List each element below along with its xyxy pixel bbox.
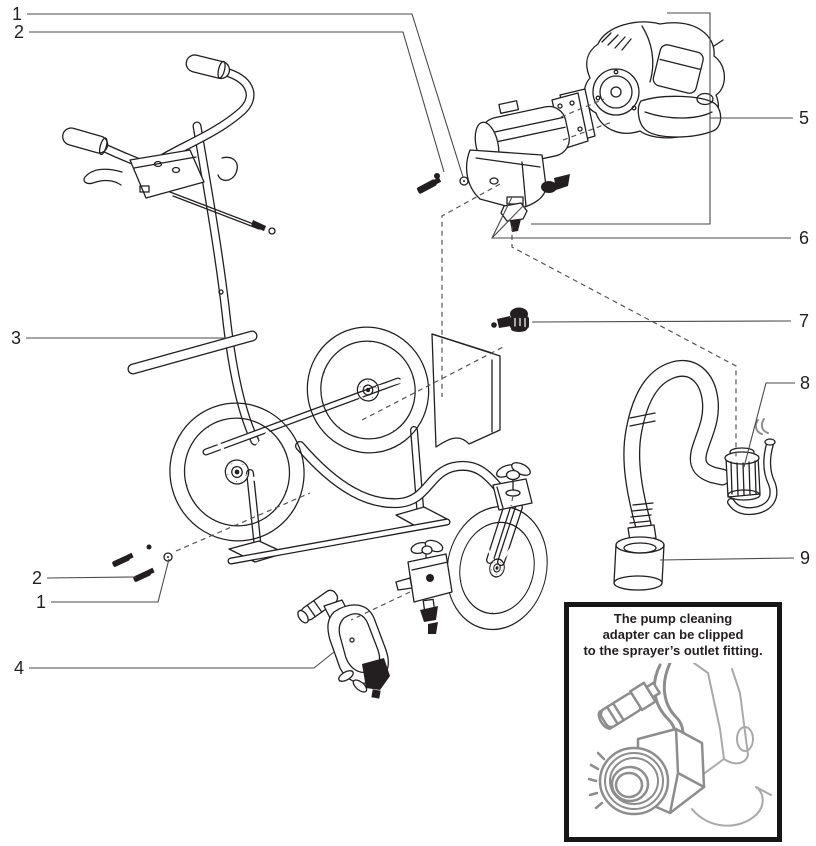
spark-plug: [713, 39, 724, 47]
screw-top: [416, 177, 442, 194]
caster-wing-bolt: [495, 462, 531, 497]
quick-connect-adapter: [597, 681, 661, 730]
callout-label: 8: [800, 373, 810, 393]
pressure-control-knob: [541, 181, 557, 193]
rear-wheel-far: [306, 326, 430, 454]
engine: [583, 21, 726, 139]
assembly-line-valve-to-adapter: [350, 591, 411, 621]
callout-leader: [531, 320, 792, 323]
callout-label: 6: [799, 228, 809, 248]
callout-leader: [743, 382, 795, 468]
pump-mount-plate: [431, 333, 501, 448]
fuel-cap: [696, 92, 714, 106]
callout-leader: [27, 13, 464, 178]
callout-label: 4: [14, 658, 24, 678]
callout-leader: [46, 576, 137, 579]
callout-leader: [29, 31, 445, 173]
screw-bottom-2: [133, 567, 155, 582]
inset-caption: The pump cleaning adapter can be clipped…: [571, 611, 775, 659]
frame-hook: [217, 156, 238, 182]
outlet-fitting: [587, 727, 706, 816]
callout-label: 5: [799, 108, 809, 128]
fasteners: [112, 173, 469, 582]
siphon-assembly: [613, 359, 778, 591]
callout-leader: [491, 196, 791, 239]
lock-lever: [83, 168, 123, 186]
pump: [466, 100, 570, 232]
hose-clip-detail: [754, 419, 763, 435]
callout-label: 1: [12, 4, 22, 24]
pump-connection-fitting: [724, 447, 761, 501]
callout-label: 2: [14, 22, 24, 42]
sprayer-outline: [691, 663, 772, 827]
return-hose: [728, 441, 777, 514]
cart-frame: [127, 121, 506, 565]
recoil-starter: [592, 68, 640, 116]
rear-wheel-near: [169, 402, 305, 542]
inset-caption-line: The pump cleaning: [613, 611, 733, 626]
assembly-line-screws-to-pump-mount: [441, 183, 501, 397]
callout-leader: [29, 651, 335, 669]
nut-bottom: [146, 544, 152, 550]
right-grip: [185, 54, 231, 80]
gun-holder-rod: [169, 191, 257, 226]
callout-label: 7: [799, 311, 809, 331]
pump-cleaning-adapter: [297, 589, 390, 699]
inset-illustration: [587, 663, 772, 827]
inset-caption-line: adapter can be clipped: [602, 627, 744, 642]
callout-label: 2: [32, 568, 42, 588]
caster-fork: [486, 500, 523, 566]
assembly-line-caster-bolt-to-mount: [510, 495, 514, 507]
inset-note-box: The pump cleaning adapter can be clipped…: [564, 602, 782, 842]
callout-label: 1: [36, 592, 46, 612]
inlet-strainer: [613, 502, 665, 591]
fuel-tank: [637, 95, 722, 138]
pump-outlet-valve: [500, 196, 528, 232]
prime-valve-assembly: [395, 539, 453, 634]
caster-mount: [492, 462, 533, 511]
inset-caption-line: to the sprayer’s outlet fitting.: [583, 643, 763, 658]
assembly-line-pump-outlet-to-siphon: [511, 226, 737, 458]
front-caster-wheel: [446, 505, 548, 631]
pressure-relief-knob: [491, 307, 529, 332]
callout-leader: [659, 557, 795, 561]
nut-top: [434, 173, 440, 179]
callout-label: 9: [800, 548, 810, 568]
callout-leader: [51, 558, 170, 603]
callout-leader: [531, 12, 711, 225]
callout-leader: [491, 204, 525, 239]
handlebar: [62, 54, 276, 235]
assembly-line-wheel-screw-to-axle: [175, 492, 311, 552]
screw-bottom-1: [112, 552, 134, 567]
left-grip: [62, 127, 109, 156]
air-filter: [652, 44, 704, 94]
callout-label: 3: [11, 328, 21, 348]
assembly-line-engine-to-plate-upper: [560, 98, 605, 118]
